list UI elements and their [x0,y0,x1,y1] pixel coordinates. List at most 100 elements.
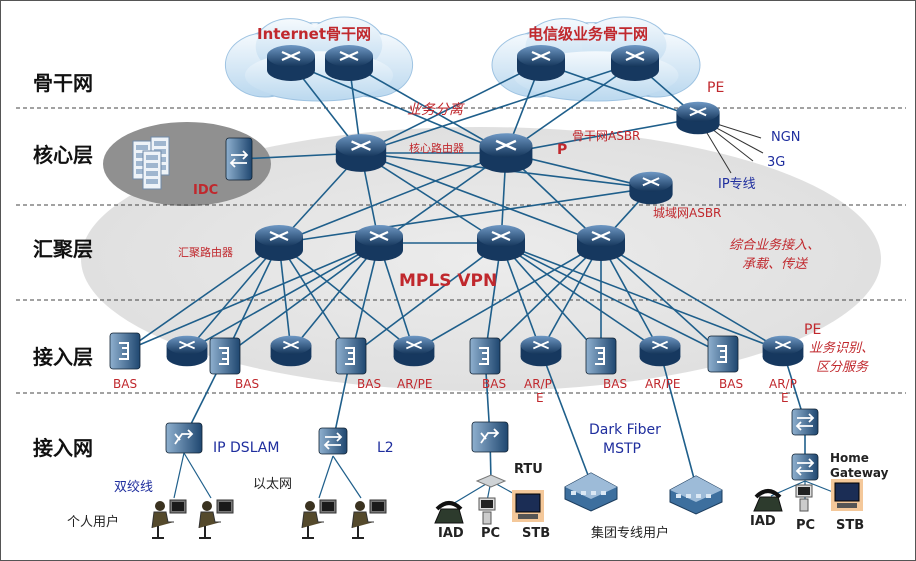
end-device-label: PC [796,518,816,533]
idc-server-icon [132,136,170,190]
layer-label-access: 接入层 [33,345,93,369]
end-device-label: IAD [438,526,464,541]
personal-user-icon [198,499,234,539]
access-label: AR/P [769,377,797,391]
internet-router-icon [325,45,373,81]
mpls-vpn-label: MPLS VPN [399,271,498,291]
bas-icon [209,337,241,375]
access-link [173,452,185,499]
network-link [500,242,724,355]
home-gateway-label-2: Gateway [830,466,889,480]
metro-asbr-label: 城域网ASBR [653,206,722,220]
backbone-asbr-label: 骨干网ASBR [572,129,641,143]
access-router-icon [639,335,681,367]
agg-router-icon [355,225,403,261]
personal-user-icon [151,499,187,539]
network-link [350,242,380,357]
bas-icon [335,337,367,375]
layer-label-core: 核心层 [33,143,93,167]
bas-icon [109,332,141,370]
network-link [505,117,699,154]
access-router-icon [393,335,435,367]
home-gateway-icon [791,453,819,481]
stb-icon [831,479,863,511]
service-identify-label: 业务识别、 [809,341,875,356]
ip-line-label: IP专线 [718,177,756,192]
iad-phone-icon [753,489,783,512]
ethernet-user-icon [351,499,387,539]
pe-top-label: PE [707,80,725,96]
l2-label: L2 [377,440,394,456]
network-link [278,152,507,244]
access-router-icon [762,335,804,367]
network-link [600,242,661,352]
rtu-icon [475,474,507,488]
agg-router-label: 汇聚路由器 [178,246,233,259]
idc-switch-icon [225,137,253,181]
network-link [186,242,280,352]
network-link [484,242,602,357]
network-link [350,242,502,357]
access-label-suffix: E [781,391,789,405]
network-link [600,242,724,355]
internet-router-icon [267,45,315,81]
network-link [500,242,542,352]
pe-access-label: PE [804,322,822,338]
enterprise-building-icon [669,475,723,515]
rtu-switch-icon [471,421,509,453]
end-device-label: IAD [750,514,776,529]
access-router-icon [270,335,312,367]
network-link [124,242,380,352]
bas-icon [707,335,739,373]
agg-router-icon [577,225,625,261]
carrier-cloud-label: 电信级业务骨干网 [528,25,649,43]
access-label: AR/PE [397,377,433,391]
access-label: BAS [235,377,260,391]
ip-dslam-icon [165,422,203,454]
network-link [484,242,502,357]
iad-phone-icon [434,501,464,524]
home-switch-icon [791,408,819,436]
dark-fiber-label: Dark Fiber [589,422,661,438]
bas-icon [585,337,617,375]
access-link [183,452,212,499]
end-device-label: STB [522,526,551,541]
network-link [348,62,507,154]
end-device-label: PC [481,526,501,541]
bas-icon [469,337,501,375]
metro-asbr-router-icon [629,171,673,205]
access-router-icon [520,335,562,367]
layer-label-access-network: 接入网 [33,436,93,460]
network-link [186,242,380,352]
network-devices [109,45,863,539]
access-link [318,455,334,499]
ethernet-user-icon [301,499,337,539]
network-link [124,242,280,352]
network-link [278,187,652,244]
access-router-icon [166,335,208,367]
pc-icon [478,497,496,525]
rtu-label: RTU [514,462,543,477]
mstp-label: MSTP [603,441,641,457]
ip-dslam-label: IP DSLAM [213,440,280,456]
agg-router-icon [477,225,525,261]
layer-label-aggregation: 汇聚层 [33,237,93,261]
network-link [540,350,592,484]
network-link [500,242,602,357]
network-link [360,152,602,244]
access-label: BAS [482,377,507,391]
network-link [500,242,784,352]
network-link [278,242,352,357]
network-link [600,242,784,352]
access-label: BAS [719,377,744,391]
network-link [360,62,542,154]
ngn-label: NGN [771,130,801,145]
network-link [378,152,507,244]
integrated-access-label: 综合业务接入、 [729,238,821,253]
carry-transport-label: 承载、传送 [742,257,808,272]
network-link [378,242,415,352]
layer-dividers [16,107,906,394]
core-router-label: 核心路由器 [409,142,464,155]
